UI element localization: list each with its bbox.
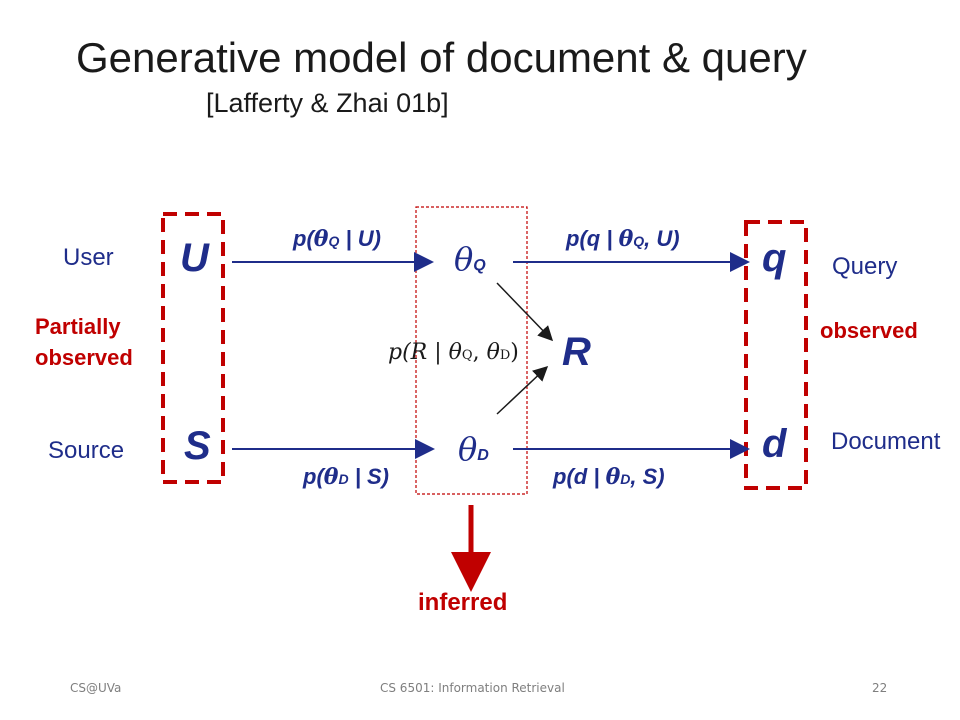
formula-p-q-thetaQ-U: p(q | θQ, U) (566, 226, 680, 252)
close-paren: ) (510, 340, 519, 365)
theta-symbol: θ (313, 226, 329, 252)
formula-cond: , S) (630, 464, 665, 489)
theta-symbol: θ (454, 240, 474, 278)
formula-open: p(q | (566, 226, 619, 251)
formula-open: p(R | (388, 340, 449, 365)
theta-symbol: θ (323, 464, 339, 490)
formula-p-thetaD-S: p(θD | S) (303, 464, 389, 490)
label-observed-right: observed (820, 318, 918, 343)
subscript: Q (461, 348, 473, 363)
node-d: d (762, 422, 787, 466)
title-citation: [Lafferty & Zhai 01b] (206, 88, 449, 118)
theta-symbol: θ (458, 430, 478, 468)
title-text: Generative model of document & query (76, 34, 807, 81)
subscript: Q (328, 233, 340, 249)
formula-cond: | S) (348, 464, 389, 489)
node-S: S (184, 424, 211, 468)
label-source: Source (48, 437, 125, 464)
node-U: U (180, 236, 209, 280)
label-inferred: inferred (418, 589, 508, 616)
formula-open: p(d | (553, 464, 606, 489)
formula-open: p( (303, 464, 324, 489)
formula-p-R: p(R | θQ, θD) (388, 340, 519, 365)
subscript: D (338, 471, 349, 487)
theta-q-subscript: Q (473, 257, 486, 274)
theta-d-subscript: D (477, 447, 489, 464)
subscript: D (620, 471, 631, 487)
theta-symbol: θ (605, 464, 621, 490)
formula-open: p( (293, 226, 314, 251)
arrow-thetaD-R (496, 365, 549, 415)
footer-center: CS 6501: Information Retrieval (380, 681, 565, 695)
node-q: q (762, 236, 787, 280)
node-theta-Q: θQ (454, 240, 486, 278)
page-number: 22 (872, 681, 888, 695)
slide-title: Generative model of document & query (76, 34, 836, 82)
observed-right-box (744, 220, 808, 490)
theta-symbol: θ (618, 226, 634, 252)
node-R: R (562, 330, 591, 374)
theta-symbol: θ (448, 340, 462, 365)
label-query: Query (832, 253, 898, 280)
formula-cond: , U) (644, 226, 680, 251)
observed-left-box (161, 212, 225, 484)
label-document: Document (831, 428, 941, 455)
footer-left: CS@UVa (70, 681, 122, 695)
subscript: Q (633, 233, 645, 249)
node-theta-D: θD (458, 430, 489, 468)
label-user: User (63, 244, 114, 271)
inferred-box (415, 206, 528, 495)
label-partially: Partially (35, 314, 121, 339)
formula-p-d-thetaD-S: p(d | θD, S) (553, 464, 665, 490)
arrow-thetaQ-R (496, 282, 554, 342)
subscript: D (499, 348, 511, 363)
formula-cond: | U) (339, 226, 381, 251)
label-observed-left: observed (35, 345, 133, 370)
theta-symbol: θ (486, 340, 500, 365)
formula-p-thetaQ-U: p(θQ | U) (293, 226, 381, 252)
comma: , (472, 340, 487, 365)
